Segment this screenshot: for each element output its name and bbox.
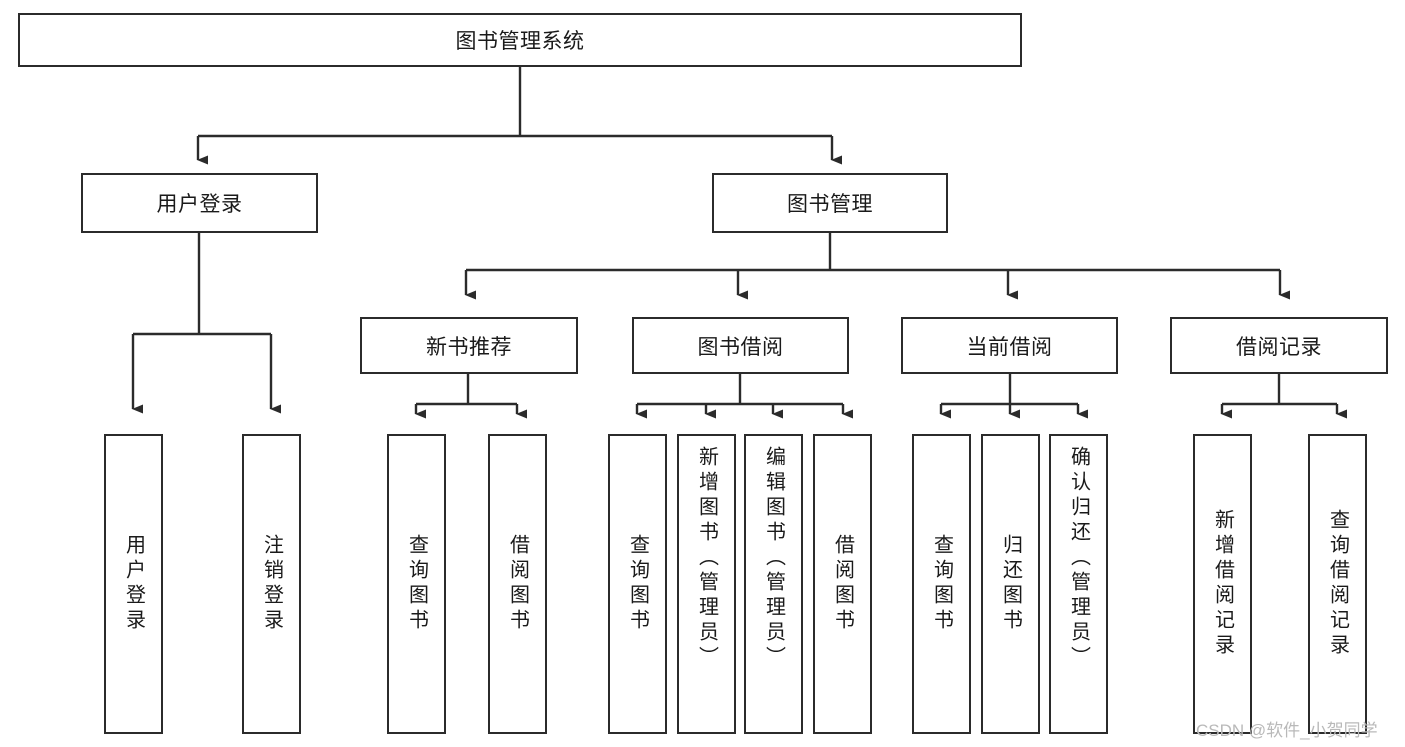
leaf-current-borrow-query[interactable]: 查询图书 xyxy=(912,434,971,734)
node-new-book-recommend[interactable]: 新书推荐 xyxy=(360,317,578,374)
leaf-book-borrow-borrow[interactable]: 借阅图书 xyxy=(813,434,872,734)
leaf-new-book-borrow[interactable]: 借阅图书 xyxy=(488,434,547,734)
leaf-label: 查询图书 xyxy=(930,534,953,634)
node-user-login[interactable]: 用户登录 xyxy=(81,173,318,233)
node-label: 新书推荐 xyxy=(426,335,512,359)
leaf-label: 借阅图书 xyxy=(831,534,854,634)
leaf-label: 查询图书 xyxy=(405,534,428,634)
node-borrow-record[interactable]: 借阅记录 xyxy=(1170,317,1388,374)
watermark-text: CSDN @软件_小贺同学 xyxy=(1196,721,1378,740)
leaf-label: 编辑图书（管理员） xyxy=(762,446,785,671)
leaf-label: 新增图书（管理员） xyxy=(695,446,718,671)
leaf-label: 新增借阅记录 xyxy=(1211,509,1234,659)
leaf-label: 确认归还（管理员） xyxy=(1067,446,1090,671)
node-root-book-management-system[interactable]: 图书管理系统 xyxy=(18,13,1022,67)
leaf-borrow-record-add[interactable]: 新增借阅记录 xyxy=(1193,434,1252,734)
leaf-label: 归还图书 xyxy=(999,534,1022,634)
node-label: 借阅记录 xyxy=(1236,335,1322,359)
leaf-book-borrow-query[interactable]: 查询图书 xyxy=(608,434,667,734)
node-book-management[interactable]: 图书管理 xyxy=(712,173,948,233)
leaf-current-borrow-confirm-admin[interactable]: 确认归还（管理员） xyxy=(1049,434,1108,734)
leaf-borrow-record-query[interactable]: 查询借阅记录 xyxy=(1308,434,1367,734)
leaf-label: 注销登录 xyxy=(260,534,283,634)
leaf-label: 借阅图书 xyxy=(506,534,529,634)
leaf-new-book-query[interactable]: 查询图书 xyxy=(387,434,446,734)
leaf-label: 用户登录 xyxy=(122,534,145,634)
node-label: 图书管理 xyxy=(787,193,873,216)
leaf-label: 查询借阅记录 xyxy=(1326,509,1349,659)
leaf-user-login-logout[interactable]: 注销登录 xyxy=(242,434,301,734)
leaf-book-borrow-edit-admin[interactable]: 编辑图书（管理员） xyxy=(744,434,803,734)
node-label: 用户登录 xyxy=(156,193,243,216)
leaf-current-borrow-return[interactable]: 归还图书 xyxy=(981,434,1040,734)
node-current-borrow[interactable]: 当前借阅 xyxy=(901,317,1118,374)
leaf-user-login-login[interactable]: 用户登录 xyxy=(104,434,163,734)
leaf-label: 查询图书 xyxy=(626,534,649,634)
node-label: 图书借阅 xyxy=(697,335,784,359)
csdn-watermark: CSDN @软件_小贺同学 xyxy=(1196,716,1378,741)
node-book-borrow[interactable]: 图书借阅 xyxy=(632,317,849,374)
leaf-book-borrow-add-admin[interactable]: 新增图书（管理员） xyxy=(677,434,736,734)
node-label: 当前借阅 xyxy=(966,335,1053,359)
node-label: 图书管理系统 xyxy=(455,30,585,53)
